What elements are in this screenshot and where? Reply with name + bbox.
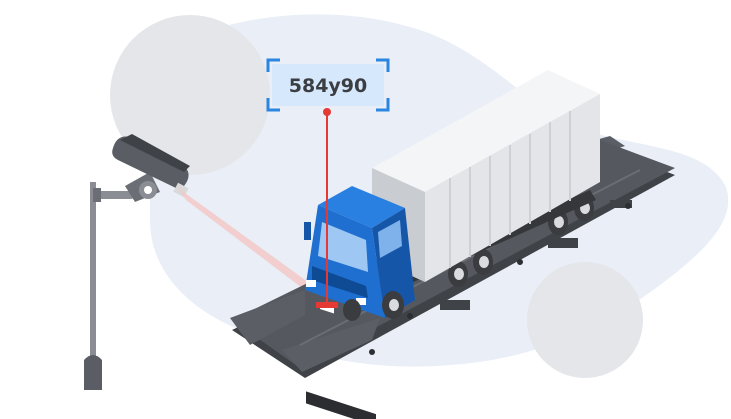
cab-roof <box>318 186 405 228</box>
wheel-hub <box>454 268 464 280</box>
cab-headlight-right <box>356 298 366 305</box>
plate-label-box <box>272 64 384 106</box>
cab-headlight-left <box>306 280 316 287</box>
camera-hood <box>120 134 190 172</box>
wheel-hub <box>479 256 489 268</box>
front-wheel-hub <box>389 299 399 311</box>
platform-bolt-1 <box>625 203 631 209</box>
truck-icon <box>304 70 600 419</box>
container-side <box>425 94 600 282</box>
cab-bumper <box>306 391 376 419</box>
container-ribs <box>449 111 571 268</box>
camera-mount-bolt <box>144 186 152 194</box>
platform-bolt-4 <box>369 349 375 355</box>
camera-pole <box>84 182 133 390</box>
license-plate-label-icon: 584y90 <box>266 58 390 112</box>
platform-front-ramp-right <box>282 318 380 372</box>
platform-foot-2 <box>440 300 470 310</box>
surveillance-camera-icon <box>112 134 190 202</box>
platform-bolt-3 <box>407 313 413 319</box>
platform-bolt-2 <box>517 259 523 265</box>
camera-body <box>112 136 189 189</box>
background-blob-grey-right <box>527 262 643 378</box>
truck-cab <box>304 186 415 419</box>
platform-foot-1 <box>548 238 578 248</box>
cab-mirror <box>304 222 311 240</box>
cab-side-window <box>378 220 402 258</box>
pole-shaft <box>90 182 96 377</box>
platform-front-ramp <box>230 290 305 345</box>
front-wheel-left <box>343 299 361 321</box>
pole-base <box>84 355 102 390</box>
wheel-hub <box>554 216 564 228</box>
pole-arm-plate <box>93 188 101 202</box>
plate-label-brackets <box>266 58 390 112</box>
plate-scan-highlight <box>316 302 338 308</box>
plate-scan-dot <box>323 108 331 116</box>
plate-label-text: 584y90 <box>289 75 368 97</box>
camera-laser-beam <box>178 188 318 300</box>
container-top <box>372 70 600 192</box>
cab-windshield <box>318 222 368 272</box>
platform-foot-3 <box>610 200 632 208</box>
pole-arm <box>93 191 133 199</box>
background-blob-grey-left <box>110 15 270 175</box>
